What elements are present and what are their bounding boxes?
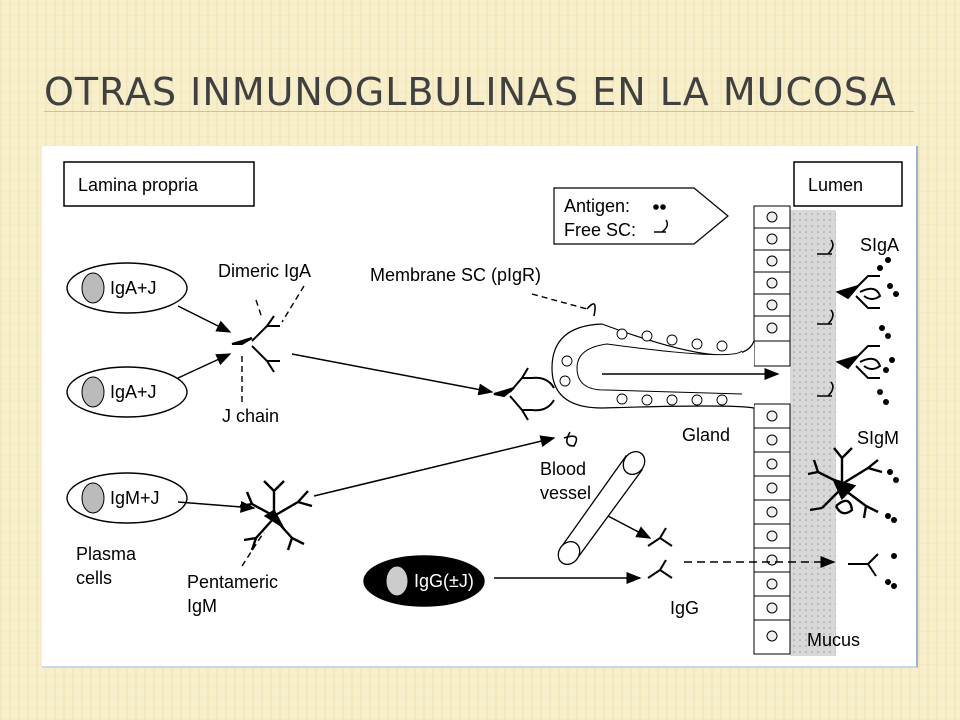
pentameric-label-2: IgM (187, 596, 217, 616)
j-chain-label: J chain (222, 406, 279, 426)
pentameric-igm (239, 480, 313, 551)
plasma-cells-label-2: cells (76, 568, 112, 588)
mucus-label: Mucus (807, 630, 860, 650)
free-sc-molecules (817, 239, 834, 397)
gland-label: Gland (682, 425, 730, 445)
dimeric-iga-label: Dimeric IgA (218, 261, 311, 281)
igg-molecule (647, 527, 673, 579)
lumen-label: Lumen (808, 175, 863, 195)
lumen-box: Lumen (793, 161, 903, 207)
sigm-molecule (807, 447, 883, 519)
diagram-svg: Lamina propria Lumen Antigen: Free SC: M… (63, 161, 903, 656)
lamina-propria-label: Lamina propria (78, 175, 199, 195)
plasma-cells-label-1: Plasma (76, 544, 137, 564)
gland: Gland (551, 323, 755, 445)
dimeric-iga (231, 315, 280, 373)
mucus-layer: Mucus (790, 210, 860, 656)
title-underline (44, 111, 914, 112)
plasma-cell-label: IgM+J (110, 488, 160, 508)
plasma-cell-igm: IgM+J (66, 472, 188, 524)
iga-pigr-complex (493, 367, 555, 421)
mucosal-immunoglobulin-diagram: Lamina propria Lumen Antigen: Free SC: M… (42, 146, 918, 668)
legend-antigen-label: Antigen: (564, 196, 630, 216)
siga-label: SIgA (860, 235, 899, 255)
siga-molecules (835, 275, 882, 379)
epithelium (753, 205, 791, 655)
plasma-cell-label: IgA+J (110, 382, 157, 402)
antigen-dot-icon (653, 204, 659, 210)
pentameric-label-1: Pentameric (187, 572, 278, 592)
plasma-cell-label: IgG(±J) (414, 571, 474, 591)
legend-box: Antigen: Free SC: (553, 187, 729, 245)
legend-free-sc-label: Free SC: (564, 220, 636, 240)
sigm-label: SIgM (857, 428, 899, 448)
plasma-cell-iga-2: IgA+J (66, 366, 188, 418)
plasma-cell-iga-1: IgA+J (66, 262, 188, 314)
flow-arrows (177, 305, 836, 584)
plasma-cell-igg: IgG(±J) (363, 555, 485, 607)
pigr-icon (563, 431, 578, 447)
antigen-dots (877, 257, 899, 589)
igg-label: IgG (670, 598, 699, 618)
membrane-sc-label: Membrane SC (pIgR) (370, 265, 541, 285)
lamina-propria-box: Lamina propria (63, 161, 255, 207)
antigen-dot-icon (660, 204, 666, 210)
lumen-igg (848, 553, 879, 577)
slide-title: Otras inmunoglbulinas en la mucosa (44, 70, 897, 114)
blood-vessel-label-1: Blood (540, 459, 586, 479)
free-sc-icon (654, 219, 669, 233)
plasma-cell-label: IgA+J (110, 278, 157, 298)
blood-vessel (557, 450, 646, 566)
blood-vessel-label-2: vessel (540, 483, 591, 503)
